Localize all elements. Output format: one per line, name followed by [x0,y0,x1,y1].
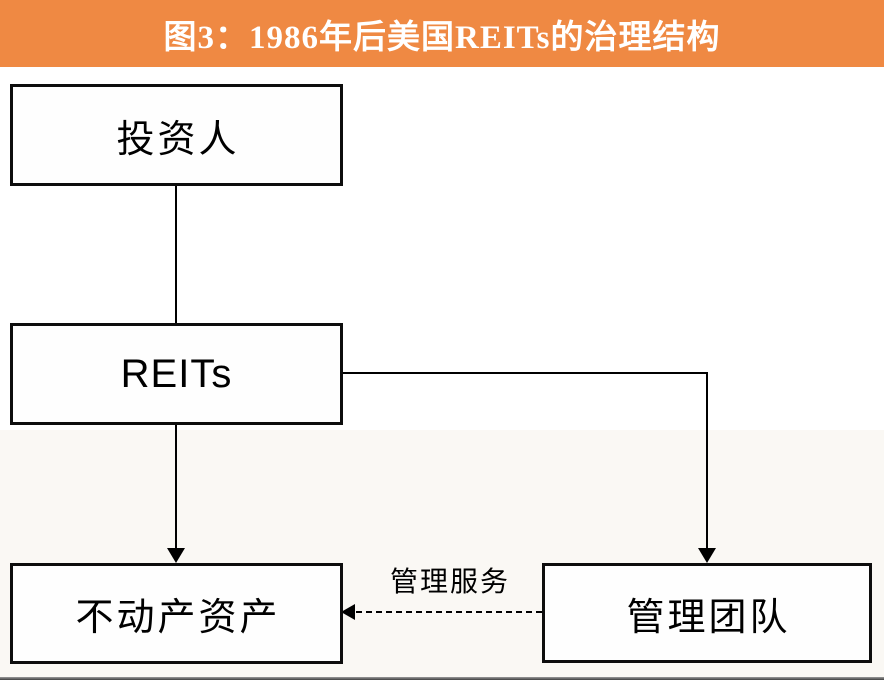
node-reits: REITs [10,323,343,425]
arrowhead-left-service-icon [341,604,355,620]
node-team-label: 管理团队 [626,596,791,639]
connector-team-assets-dashed [356,611,542,613]
connector-reits-team-horizontal [343,372,708,374]
node-investors: 投资人 [10,84,343,186]
arrowhead-down-team-icon [698,548,716,563]
figure-title: 图3：1986年后美国REITs的治理结构 [163,19,721,56]
figure-title-bar: 图3：1986年后美国REITs的治理结构 [0,0,884,67]
service-edge-label: 管理服务 [389,566,510,597]
connector-investors-reits [175,186,177,323]
arrowhead-down-assets-icon [167,548,185,563]
node-assets: 不动产资产 [10,563,343,664]
node-investors-label: 投资人 [116,118,240,161]
connector-reits-assets [175,425,177,549]
node-reits-label: REITs [120,351,233,396]
node-team: 管理团队 [542,563,872,663]
bottom-divider [0,677,884,680]
connector-reits-team-vertical [706,372,708,549]
node-assets-label: 不动产资产 [75,597,281,639]
